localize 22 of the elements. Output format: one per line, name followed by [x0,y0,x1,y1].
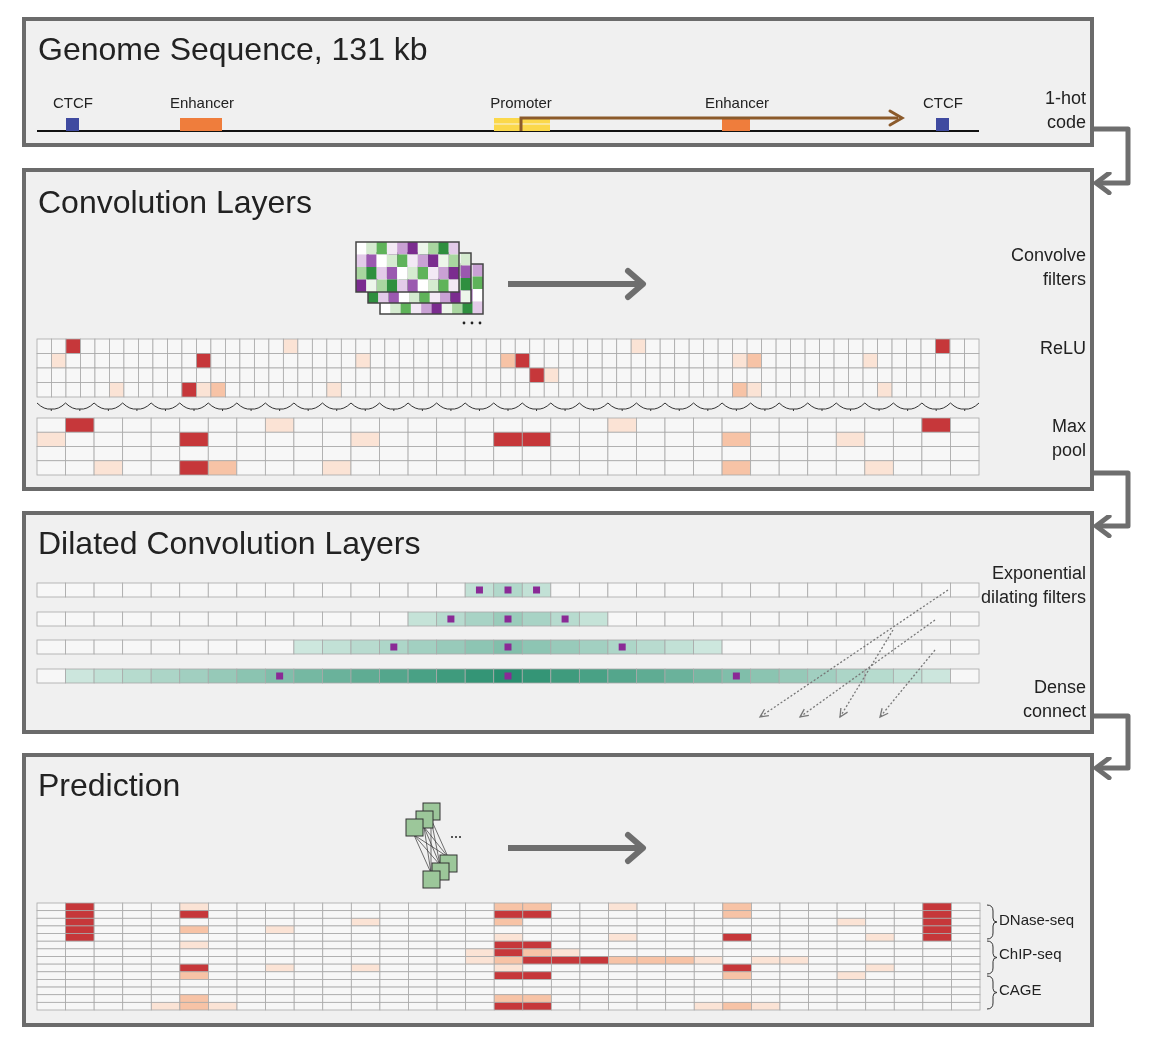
step-label: Dense connect [1021,676,1086,723]
panel-title: Prediction [38,767,181,804]
step-label: Max pool [1050,415,1086,462]
track-label: Promoter [489,93,553,113]
panel-title: Dilated Convolution Layers [38,525,421,562]
step-label: ReLU [1038,337,1086,360]
panel-title: Genome Sequence, 131 kb [38,31,428,68]
panel-title: Convolution Layers [38,184,312,221]
elbow-arrow [1093,126,1131,196]
elbow-arrow [1093,470,1131,539]
track-label: Enhancer [703,93,771,113]
track-label: CAGE [999,980,1042,1000]
track-label: CTCF [922,93,964,113]
stage-panel [22,17,1094,147]
step-label: Exponential dilating filters [979,562,1086,609]
step-label: 1-hot code [1043,87,1086,134]
elbow-arrow [1093,713,1131,781]
track-label: CTCF [52,93,94,113]
track-label: Enhancer [168,93,236,113]
step-label: Convolve filters [1009,244,1086,291]
track-label: DNase-seq [999,910,1075,930]
track-label: ChIP-seq [999,944,1062,964]
